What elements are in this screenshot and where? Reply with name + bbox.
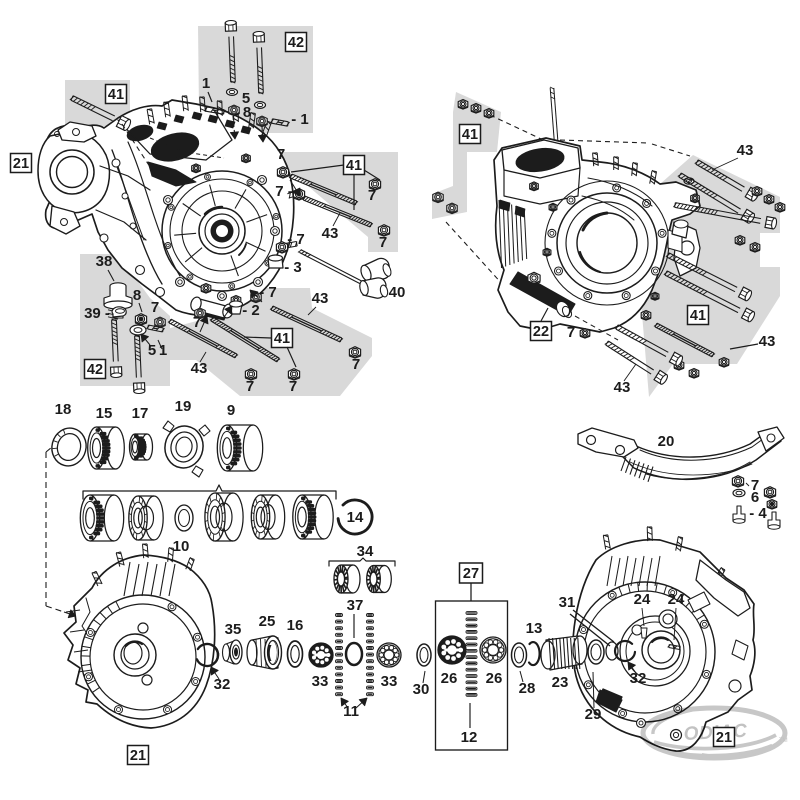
svg-text:39 -: 39 - bbox=[84, 305, 110, 322]
svg-text:29: 29 bbox=[585, 706, 602, 723]
svg-text:7: 7 bbox=[368, 187, 376, 204]
svg-text:43: 43 bbox=[191, 360, 208, 377]
svg-text:5: 5 bbox=[148, 342, 156, 359]
svg-text:6: 6 bbox=[751, 489, 759, 506]
svg-text:31: 31 bbox=[559, 594, 576, 611]
svg-text:16: 16 bbox=[287, 617, 304, 634]
svg-text:33: 33 bbox=[312, 673, 329, 690]
svg-text:TM: TM bbox=[779, 738, 788, 744]
svg-text:38: 38 bbox=[96, 253, 113, 270]
svg-text:7: 7 bbox=[277, 146, 285, 163]
svg-text:43: 43 bbox=[759, 333, 776, 350]
svg-text:- 7: - 7 bbox=[259, 284, 277, 301]
svg-text:42: 42 bbox=[288, 35, 304, 51]
svg-text:7: 7 bbox=[246, 378, 254, 395]
svg-text:27: 27 bbox=[463, 566, 479, 582]
svg-text:23: 23 bbox=[552, 674, 569, 691]
svg-text:8: 8 bbox=[133, 287, 141, 304]
svg-text:7 -: 7 - bbox=[275, 183, 293, 200]
svg-text:25: 25 bbox=[259, 613, 276, 630]
svg-text:41: 41 bbox=[690, 308, 706, 324]
svg-text:32: 32 bbox=[630, 670, 647, 687]
svg-text:26: 26 bbox=[441, 670, 458, 687]
svg-text:22: 22 bbox=[533, 324, 549, 340]
svg-text:9: 9 bbox=[227, 402, 235, 419]
svg-text:- 1: - 1 bbox=[291, 111, 309, 128]
svg-text:- 3: - 3 bbox=[284, 259, 302, 276]
svg-text:35: 35 bbox=[225, 621, 242, 638]
svg-text:8: 8 bbox=[243, 104, 251, 121]
svg-text:12: 12 bbox=[461, 729, 478, 746]
svg-text:33: 33 bbox=[381, 673, 398, 690]
svg-text:7: 7 bbox=[379, 234, 387, 251]
svg-text:24: 24 bbox=[634, 591, 651, 608]
svg-text:7: 7 bbox=[567, 324, 575, 341]
svg-text:42: 42 bbox=[87, 362, 103, 378]
svg-text:43: 43 bbox=[312, 290, 329, 307]
svg-text:41: 41 bbox=[462, 127, 478, 143]
svg-text:1: 1 bbox=[159, 342, 167, 359]
svg-text:43: 43 bbox=[322, 225, 339, 242]
svg-text:43: 43 bbox=[614, 379, 631, 396]
svg-text:15: 15 bbox=[96, 405, 113, 422]
svg-text:21: 21 bbox=[13, 156, 29, 172]
svg-text:7: 7 bbox=[151, 299, 159, 316]
svg-text:17: 17 bbox=[132, 405, 149, 422]
svg-text:21: 21 bbox=[716, 730, 732, 746]
svg-text:19: 19 bbox=[175, 398, 192, 415]
svg-text:7: 7 bbox=[352, 356, 360, 373]
svg-text:37: 37 bbox=[347, 597, 364, 614]
svg-text:13: 13 bbox=[526, 620, 543, 637]
svg-text:34: 34 bbox=[357, 543, 374, 560]
svg-text:7: 7 bbox=[751, 477, 759, 494]
svg-text:11: 11 bbox=[343, 703, 359, 720]
svg-text:41: 41 bbox=[108, 87, 124, 103]
svg-text:7: 7 bbox=[193, 314, 201, 331]
svg-text:41: 41 bbox=[274, 331, 290, 347]
svg-text:14: 14 bbox=[347, 509, 364, 526]
svg-text:20: 20 bbox=[658, 433, 675, 450]
svg-text:10: 10 bbox=[173, 538, 190, 555]
svg-text:24: 24 bbox=[668, 591, 685, 608]
svg-text:7: 7 bbox=[289, 378, 297, 395]
svg-text:32: 32 bbox=[214, 676, 231, 693]
svg-text:26: 26 bbox=[486, 670, 503, 687]
svg-text:- 4: - 4 bbox=[749, 505, 767, 522]
svg-text:- 2: - 2 bbox=[242, 302, 260, 319]
svg-text:43: 43 bbox=[737, 142, 754, 159]
svg-text:28: 28 bbox=[519, 680, 536, 697]
svg-text:41: 41 bbox=[346, 158, 362, 174]
svg-text:21: 21 bbox=[130, 748, 146, 764]
svg-text:5: 5 bbox=[242, 90, 250, 107]
svg-text:1: 1 bbox=[202, 75, 210, 92]
svg-text:18: 18 bbox=[55, 401, 72, 418]
svg-text:- 7: - 7 bbox=[287, 231, 305, 248]
svg-text:40: 40 bbox=[389, 284, 406, 301]
svg-text:30: 30 bbox=[413, 681, 430, 698]
